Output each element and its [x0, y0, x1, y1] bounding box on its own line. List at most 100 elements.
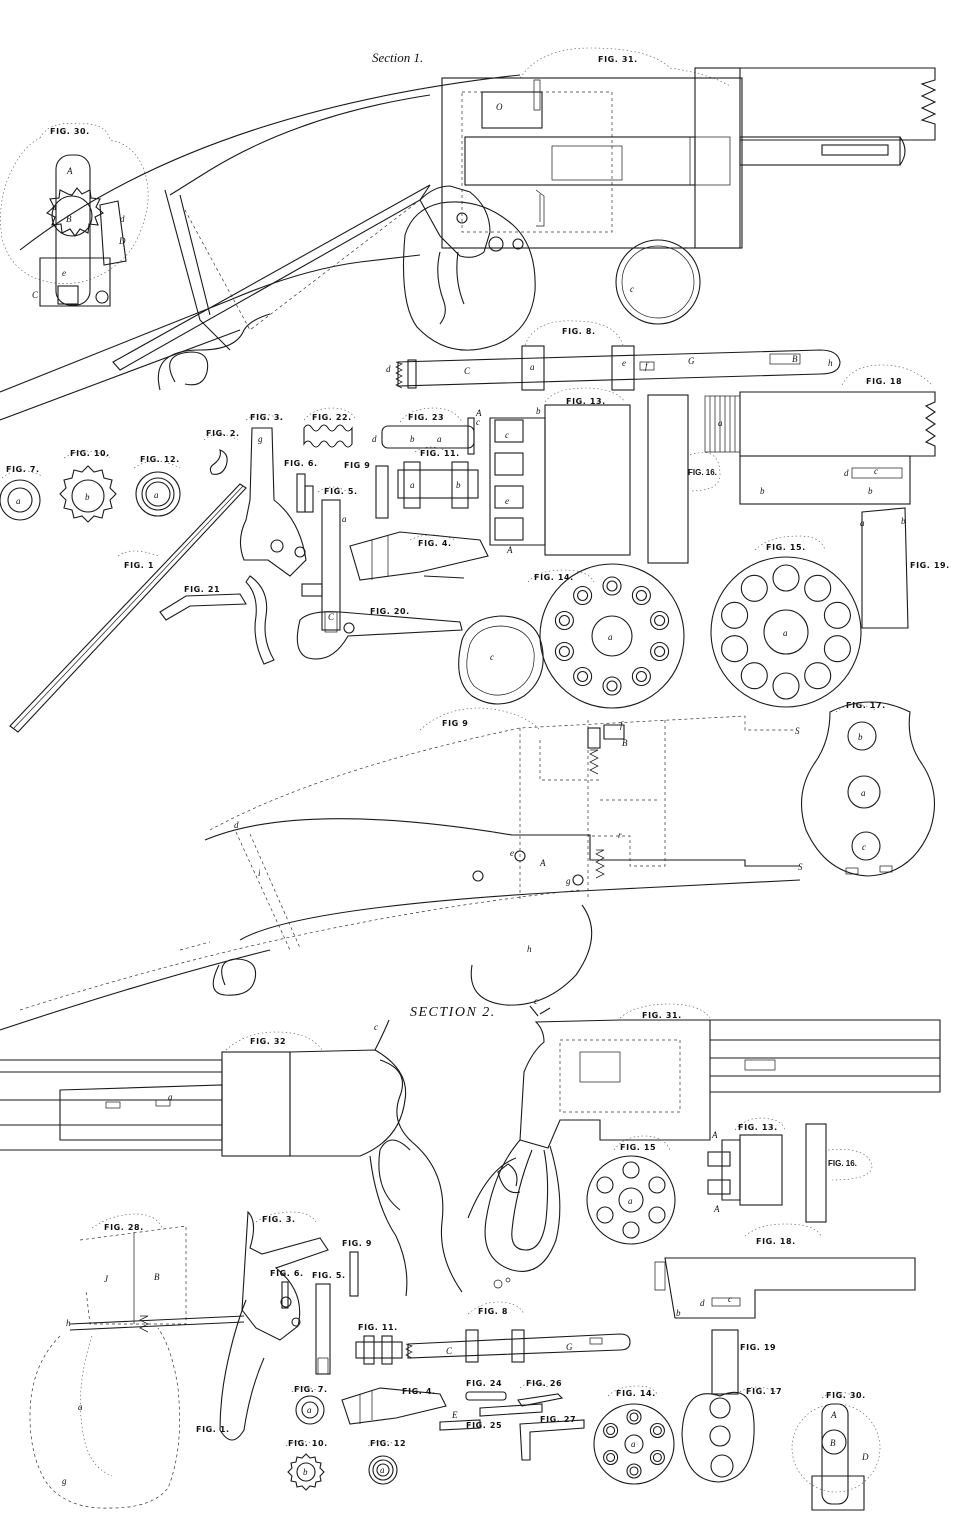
fig-13-letter-e: e [505, 496, 509, 506]
fig-10-label: FIG. 10. [70, 449, 110, 458]
fig-19-letter-a: a [860, 518, 865, 528]
fig-22-top: FIG. 22. [303, 407, 357, 448]
cylinder-chamber [629, 1466, 639, 1476]
fig-15b-letter-a: a [628, 1196, 633, 1206]
fig-8-letter-G: G [688, 356, 695, 366]
fig-24-section2: FIG. 24 [465, 1379, 507, 1401]
fig-30-label: FIG. 30. [50, 127, 90, 136]
fig-18-section2: FIG. 18. d c b [654, 1223, 916, 1319]
fig-17-top: FIG. 17. b a c [801, 701, 935, 877]
fig-31-section2: FIG. 31. c [467, 996, 941, 1289]
fig-6-label: FIG. 6. [284, 459, 318, 468]
fig-5-letter-C: C [328, 612, 335, 622]
fig-10b-letter-b: b [303, 1467, 308, 1477]
cylinder-chamber [596, 1206, 614, 1224]
fig-3-section2: FIG. 3. FIG. 1. [196, 1210, 329, 1441]
cylinder-chamber [577, 589, 589, 602]
cylinder-chamber [558, 614, 570, 627]
fig-12-top: FIG. 12. a [133, 455, 181, 517]
cylinder-chamber [602, 576, 622, 596]
fig-15-top: FIG. 15. a [710, 535, 862, 708]
cylinder-chamber [740, 662, 768, 690]
fig-5-top: FIG. 5. a C [317, 486, 357, 633]
fig-22-label: FIG. 22. [312, 413, 352, 422]
fig-8-letter-e: e [622, 358, 626, 368]
fig-9-letter-e: e [510, 848, 514, 858]
fig-13-letter-A: A [475, 408, 482, 418]
fig-8b-letter-C: C [446, 1346, 453, 1356]
fig-9-letter-B: B [622, 738, 628, 748]
fig-17-label: FIG. 17. [846, 701, 886, 710]
fig-14b-label: FIG. 14. [616, 1389, 656, 1398]
fig-32-letter-c: c [374, 1022, 378, 1032]
fig-23-letter-b: b [410, 434, 415, 444]
fig-6-section2: FIG. 6. [270, 1269, 303, 1309]
cylinder-chamber [573, 666, 593, 687]
fig-23-letter-d: d [372, 434, 377, 444]
fig-14-section2: FIG. 14. a [593, 1385, 675, 1485]
fig-2-label: FIG. 2. [206, 429, 240, 438]
fig-30-letter-B: B [66, 214, 72, 224]
fig-23-top: FIG. 23 d b a c [372, 407, 480, 455]
fig-17-letter-b: b [858, 732, 863, 742]
cylinder-chamber [626, 1409, 642, 1425]
fig-17-letter-c: c [862, 842, 866, 852]
fig-11-top: FIG. 11. a b [397, 446, 479, 509]
cylinder-chamber [721, 635, 749, 663]
fig-20-label: FIG. 20. [370, 607, 410, 616]
fig-28-letter-B: B [154, 1272, 160, 1282]
fig-5-section2: FIG. 5. [312, 1271, 345, 1375]
fig-8b-letter-G: G [566, 1342, 573, 1352]
fig-18b-label: FIG. 18. [756, 1237, 796, 1246]
fig-13-top: FIG. 13. A A c e b [475, 387, 631, 556]
fig-30-letter-D: D [118, 236, 126, 246]
fig-7b-label: FIG. 7. [294, 1385, 328, 1394]
fig-9b-label: FIG. 9 [342, 1239, 372, 1248]
fig-30-top: FIG. 30. A B D C a d e [0, 123, 149, 307]
fig-8-letter-d: d [386, 364, 391, 374]
cylinder-chamber [606, 580, 618, 592]
cylinder-chamber [606, 680, 618, 692]
fig-31-label: FIG. 31. [598, 55, 638, 64]
cylinder-chamber [603, 1422, 619, 1439]
fig-8-letter-f: f [645, 361, 649, 371]
fig-18b-letter-d: d [700, 1298, 705, 1308]
fig-21-top: FIG. 21 [159, 575, 275, 665]
fig-10-top: FIG. 10. b [59, 449, 117, 523]
cylinder-chamber [603, 1449, 619, 1466]
fig-23-label: FIG. 23 [408, 413, 444, 422]
fig-18-letter-b2: b [868, 486, 873, 496]
fig-30b-letter-A: A [830, 1410, 837, 1420]
fig-17-section2: FIG. 17 [681, 1386, 782, 1483]
fig-15-label: FIG. 15. [766, 543, 806, 552]
fig-12-letter-a: a [154, 490, 159, 500]
fig-9-letter-g: g [566, 876, 571, 886]
fig-18-letter-c: c [874, 466, 878, 476]
fig-19-label: FIG. 19. [910, 561, 950, 570]
fig-23-letter-c: c [476, 417, 480, 427]
fig-4-label: FIG. 4. [418, 539, 452, 548]
fig-18b-letter-b: b [676, 1308, 681, 1318]
fig-11b-label: FIG. 11. [358, 1323, 398, 1332]
fig-13b-letter-A: A [711, 1130, 718, 1140]
fig-30-letter-C: C [32, 290, 39, 300]
fig-3-letter-g: g [258, 434, 263, 444]
cylinder-chamber [823, 601, 851, 629]
fig-8-letter-a: a [530, 362, 535, 372]
fig-30-letter-a: a [52, 202, 57, 212]
fig-11-letter-b: b [456, 480, 461, 490]
fig-18-letter-d: d [844, 468, 849, 478]
fig-16-section2: FIG. 16. [805, 1123, 873, 1223]
fig-18-letter-b: b [760, 486, 765, 496]
fig-12-label: FIG. 12. [140, 455, 180, 464]
cylinder-chamber [721, 601, 749, 629]
fig-8b-label: FIG. 8 [478, 1307, 508, 1316]
fig-28-section2: FIG. 28. J B a g h [29, 1213, 245, 1509]
fig-9-label: FIG 9 [442, 719, 468, 728]
cylinder-chamber [648, 1206, 666, 1224]
fig-10b-label: FIG. 10. [288, 1439, 328, 1448]
fig-7-label: FIG. 7. [6, 465, 40, 474]
fig-18-letter-a: a [718, 418, 723, 428]
fig-32-letter-a: a [168, 1092, 173, 1102]
